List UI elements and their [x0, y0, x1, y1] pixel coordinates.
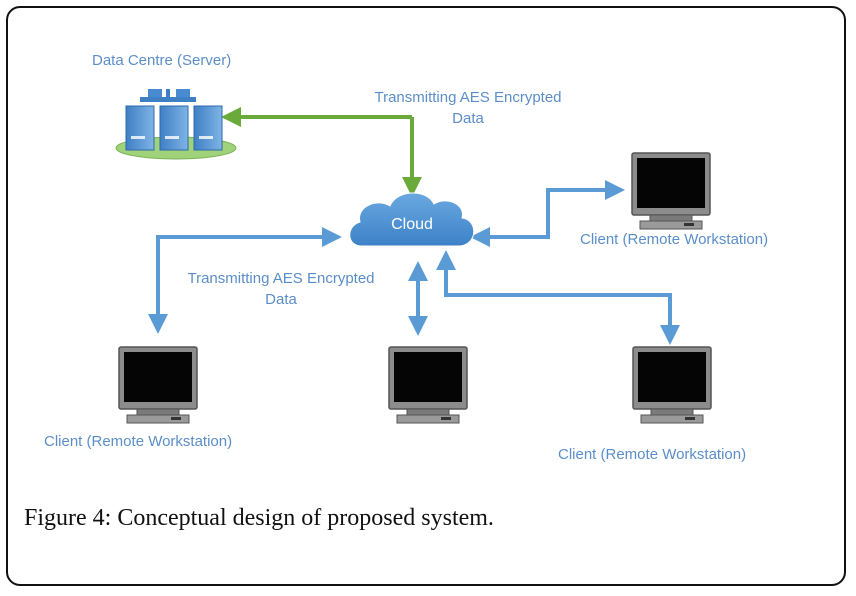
- monitor-icon-bottom-center: [388, 346, 468, 424]
- monitor-icon-bottom-left: [118, 346, 198, 424]
- cloud-top-right-client-link: [470, 180, 625, 247]
- client-top-right-label: Client (Remote Workstation): [580, 231, 769, 248]
- client-bottom-left-label: Client (Remote Workstation): [44, 433, 233, 450]
- monitor-icon-bottom-right: [632, 346, 712, 424]
- client-link-label-line1: Transmitting AES Encrypted: [187, 270, 375, 287]
- server-link-label: Transmitting AES Encrypted Data: [358, 87, 578, 129]
- monitor-icon-top-right: [631, 152, 711, 230]
- figure-caption: Figure 4: Conceptual design of proposed …: [24, 505, 494, 532]
- caption-prefix: Figure 4:: [24, 505, 112, 531]
- cloud-label: Cloud: [391, 216, 433, 233]
- cloud-bottom-right-client-link: [436, 250, 680, 345]
- server-link-label-line1: Transmitting AES Encrypted: [374, 89, 562, 106]
- cloud-left-client-link: [148, 227, 342, 334]
- server-label: Data Centre (Server): [92, 52, 232, 69]
- cloud-icon: [349, 192, 475, 247]
- server-icon: [115, 89, 237, 160]
- server-link-label-line2: Data: [452, 110, 484, 127]
- client-link-label-line2: Data: [265, 291, 297, 308]
- client-bottom-right-label: Client (Remote Workstation): [558, 446, 747, 463]
- client-link-label: Transmitting AES Encrypted Data: [170, 268, 392, 310]
- caption-text: Conceptual design of proposed system.: [111, 505, 494, 531]
